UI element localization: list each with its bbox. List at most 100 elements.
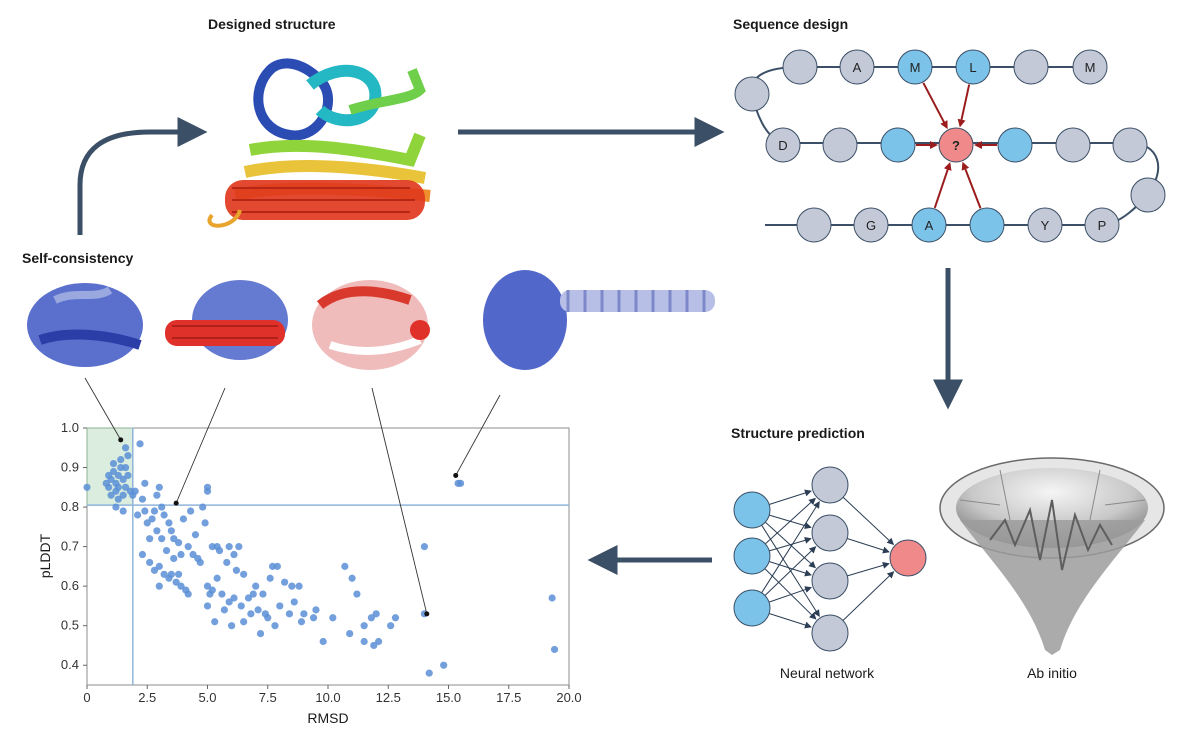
scatter-point	[360, 637, 368, 646]
input-node	[733, 491, 771, 529]
scatter-point	[165, 519, 173, 527]
y-tick-label: 0.8	[61, 499, 79, 514]
scatter-point	[300, 610, 308, 618]
network-edge	[768, 613, 812, 629]
network-edge	[768, 561, 812, 577]
scatter-point	[348, 574, 356, 582]
scatter-point	[138, 550, 147, 559]
neural-network-diagram	[733, 466, 927, 652]
scatter-point	[297, 618, 306, 626]
scatter-point	[256, 630, 265, 638]
scatter-point	[150, 507, 159, 515]
scatter-point	[121, 483, 130, 491]
scatter-point	[158, 503, 166, 511]
context-arrow	[933, 162, 952, 209]
residue-node	[1084, 207, 1120, 243]
residue-node	[897, 49, 933, 85]
designed-protein-image	[207, 58, 431, 228]
scatter-point	[367, 614, 375, 622]
scatter-point	[109, 459, 118, 468]
scatter-point	[105, 483, 113, 491]
scatter-point	[223, 558, 231, 567]
residue-node	[765, 127, 801, 163]
leader-lines	[84, 377, 501, 617]
scatter-point	[295, 582, 303, 590]
scatter-point	[114, 483, 122, 491]
highlighted-point	[424, 611, 430, 617]
arrow-to-design	[77, 117, 208, 235]
scatter-point	[387, 622, 395, 630]
output-node	[889, 539, 927, 577]
y-axis-label: pLDDT	[37, 533, 53, 578]
self-consistency-title: Self-consistency	[22, 250, 133, 266]
x-tick-label: 0	[83, 690, 90, 705]
scatter-point	[143, 519, 151, 527]
residue-node	[853, 207, 889, 243]
y-tick-label: 0.4	[61, 657, 79, 672]
network-edge	[847, 561, 890, 577]
scatter-point	[174, 539, 183, 547]
scatter-point	[288, 582, 296, 590]
residue-label: A	[925, 218, 934, 233]
residue-node	[1130, 177, 1166, 213]
network-edge	[761, 501, 820, 594]
hidden-node	[811, 562, 849, 600]
y-tick-label: 0.5	[61, 618, 79, 633]
scatter-point	[420, 543, 428, 551]
residue-node	[839, 49, 875, 85]
scatter-point	[252, 582, 260, 590]
residue-node	[880, 127, 916, 163]
scatter-point	[228, 622, 236, 630]
y-tick-label: 0.7	[61, 539, 79, 554]
scatter-point	[259, 590, 267, 598]
scatter-point	[309, 614, 318, 622]
y-tick-label: 0.6	[61, 578, 79, 593]
x-tick-label: 2.5	[138, 690, 156, 705]
scatter-point	[206, 590, 214, 598]
scatter-point	[138, 495, 147, 503]
scatter-point	[146, 535, 154, 543]
scatter-point	[179, 515, 187, 523]
designed-structure-title: Designed structure	[208, 16, 336, 32]
scatter-point	[114, 495, 122, 503]
scatter-point	[155, 582, 163, 590]
scatter-point	[170, 554, 178, 563]
scatter-point	[240, 618, 248, 626]
context-arrow	[922, 82, 948, 130]
scatter-point	[218, 590, 226, 598]
scatter-point	[203, 582, 212, 590]
scatter-point	[148, 515, 156, 523]
neural-network-label: Neural network	[780, 665, 875, 681]
residue-node	[822, 127, 858, 163]
residue-node	[734, 76, 770, 112]
plot-area	[86, 427, 570, 686]
residue-node	[1027, 207, 1063, 243]
scatter-point	[230, 550, 238, 559]
scatter-point	[146, 558, 154, 567]
scatter-point	[131, 487, 139, 495]
energy-funnel-image	[939, 457, 1165, 655]
residue-label: A	[853, 60, 862, 75]
leader-line	[371, 387, 428, 614]
scatter-point	[312, 606, 320, 614]
residue-label: G	[866, 218, 876, 233]
hidden-node	[811, 466, 849, 504]
scatter-point	[124, 452, 132, 460]
scatter-point	[276, 602, 284, 610]
scatter-point	[121, 463, 130, 472]
scatter-point	[249, 590, 257, 598]
scatter-point	[184, 590, 192, 598]
y-tick-label: 0.9	[61, 460, 79, 475]
scatter-point	[254, 606, 262, 614]
residue-label: Y	[1041, 218, 1050, 233]
scatter-point	[440, 661, 448, 669]
scatter-point	[225, 543, 233, 551]
scatter-point	[375, 637, 383, 646]
scatter-point	[121, 444, 130, 452]
residue-node	[782, 49, 818, 85]
scatter-point	[167, 570, 175, 578]
scatter-point	[213, 543, 221, 551]
scatter-point	[177, 550, 185, 559]
network-edge	[764, 568, 817, 620]
